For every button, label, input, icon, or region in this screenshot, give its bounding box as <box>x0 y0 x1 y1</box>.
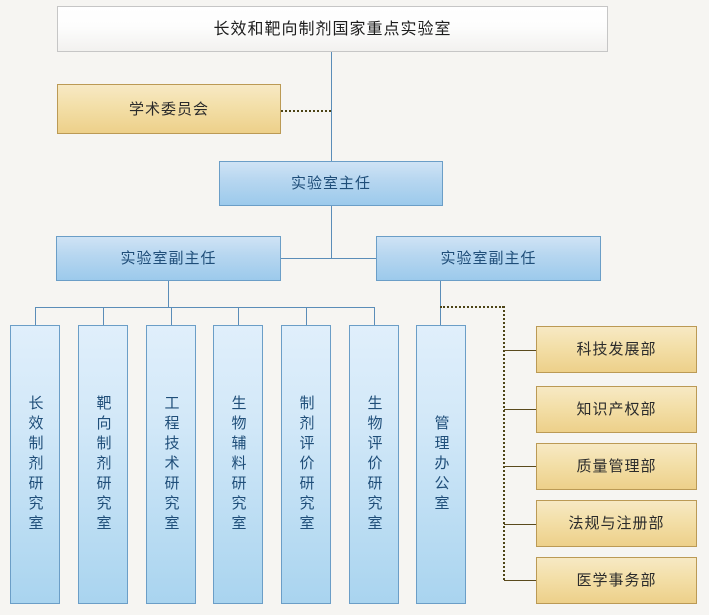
connector-research-units-bar <box>35 307 375 308</box>
node-department-4-label: 法规与注册部 <box>568 514 665 533</box>
node-academic-committee[interactable]: 学术委员会 <box>57 84 281 134</box>
node-research-unit-2[interactable]: 靶向制剂研究室 <box>78 325 128 604</box>
node-research-unit-1[interactable]: 长效制剂研究室 <box>10 325 60 604</box>
node-department-4[interactable]: 法规与注册部 <box>536 500 697 547</box>
connector-unit-drop-1 <box>35 307 36 325</box>
connector-deputy-right-down <box>440 281 441 325</box>
node-department-2[interactable]: 知识产权部 <box>536 386 697 433</box>
node-department-1[interactable]: 科技发展部 <box>536 326 697 373</box>
connector-root-to-director <box>331 52 332 161</box>
node-research-unit-1-label: 长效制剂研究室 <box>26 394 45 535</box>
connector-deputy-left-down <box>168 281 169 308</box>
node-research-unit-3[interactable]: 工程技术研究室 <box>146 325 196 604</box>
connector-departments-dotted-v <box>503 306 505 580</box>
node-research-unit-3-label: 工程技术研究室 <box>162 394 181 535</box>
node-department-3-label: 质量管理部 <box>576 457 657 476</box>
node-deputy-director-2[interactable]: 实验室副主任 <box>376 236 601 281</box>
connector-departments-dotted-h <box>440 306 504 308</box>
connector-director-down <box>331 206 332 259</box>
node-management-office[interactable]: 管理办公室 <box>416 325 466 604</box>
node-deputy-director-1[interactable]: 实验室副主任 <box>56 236 281 281</box>
node-research-unit-4[interactable]: 生物辅料研究室 <box>213 325 263 604</box>
node-deputy-director-2-label: 实验室副主任 <box>440 249 537 268</box>
node-research-unit-6[interactable]: 生物评价研究室 <box>349 325 399 604</box>
node-department-3[interactable]: 质量管理部 <box>536 443 697 490</box>
node-academic-committee-label: 学术委员会 <box>128 99 209 118</box>
connector-dept-stub-3 <box>504 466 537 467</box>
connector-academic-committee-dotted <box>281 110 331 112</box>
connector-unit-drop-5 <box>306 307 307 325</box>
connector-dept-stub-2 <box>504 409 537 410</box>
node-research-unit-5[interactable]: 制剂评价研究室 <box>281 325 331 604</box>
node-department-5-label: 医学事务部 <box>576 571 657 590</box>
node-research-unit-5-label: 制剂评价研究室 <box>297 394 316 535</box>
connector-deputy-bar <box>168 258 489 259</box>
connector-dept-stub-4 <box>504 524 537 525</box>
node-research-unit-4-label: 生物辅料研究室 <box>229 394 248 535</box>
node-root-laboratory[interactable]: 长效和靶向制剂国家重点实验室 <box>57 6 608 52</box>
node-lab-director-label: 实验室主任 <box>290 174 371 193</box>
connector-dept-stub-5 <box>504 580 537 581</box>
connector-unit-drop-3 <box>171 307 172 325</box>
connector-unit-drop-2 <box>103 307 104 325</box>
node-management-office-label: 管理办公室 <box>432 414 451 515</box>
node-department-5[interactable]: 医学事务部 <box>536 557 697 604</box>
node-department-1-label: 科技发展部 <box>576 340 657 359</box>
connector-dept-stub-1 <box>504 350 537 351</box>
connector-unit-drop-6 <box>374 307 375 325</box>
node-root-label: 长效和靶向制剂国家重点实验室 <box>213 19 452 39</box>
node-research-unit-2-label: 靶向制剂研究室 <box>94 394 113 535</box>
node-deputy-director-1-label: 实验室副主任 <box>120 249 217 268</box>
node-lab-director[interactable]: 实验室主任 <box>219 161 443 206</box>
node-research-unit-6-label: 生物评价研究室 <box>365 394 384 535</box>
connector-unit-drop-4 <box>238 307 239 325</box>
node-department-2-label: 知识产权部 <box>576 400 657 419</box>
